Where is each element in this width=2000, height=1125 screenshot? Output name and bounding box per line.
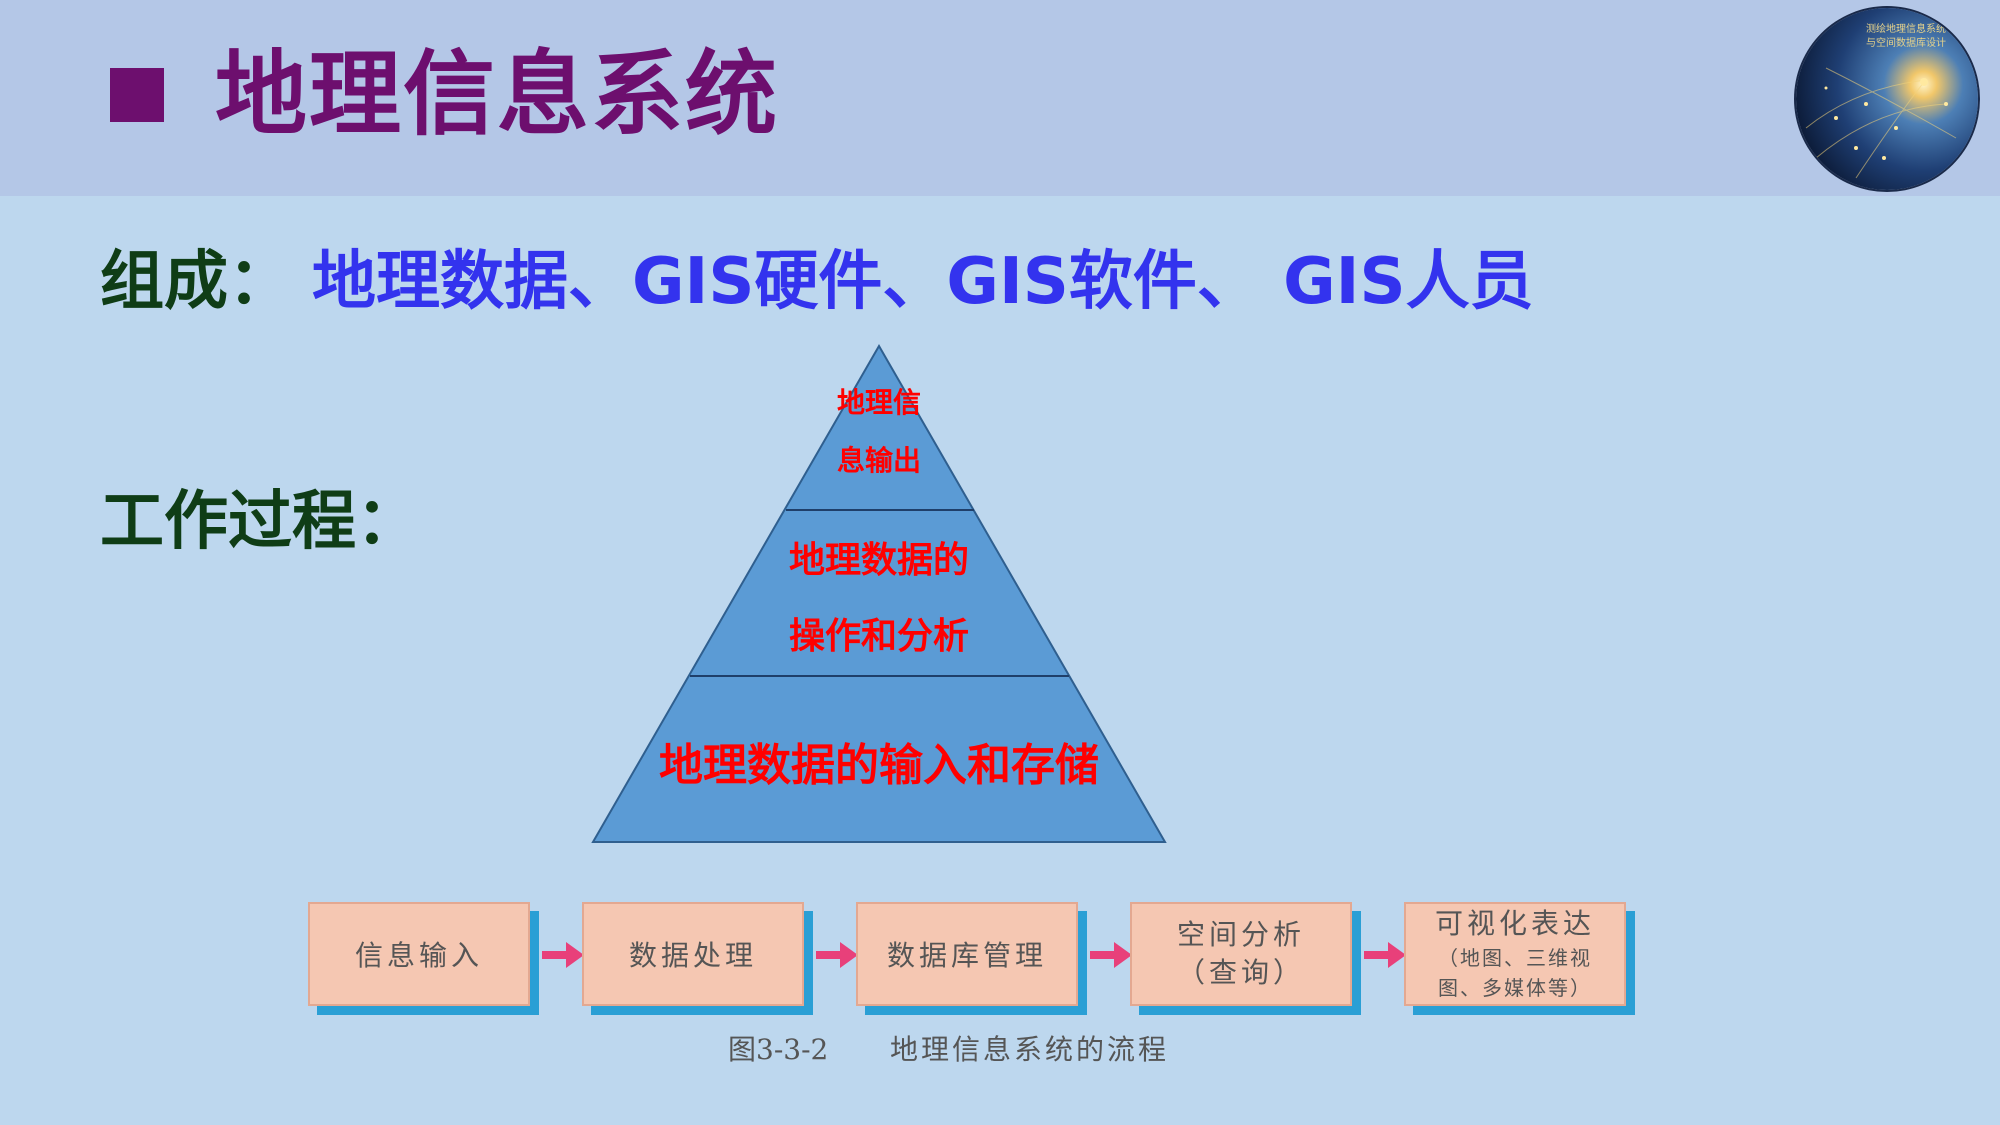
globe-network-icon [1805,67,1957,179]
flow-step-label: 可视化表达 [1434,907,1595,940]
pyramid-middle-line-2: 操作和分析 [789,615,969,657]
flow-arrow-icon [1090,942,1132,968]
flow-arrow-icon [542,942,584,968]
flow-step-database-management: 数据库管理 [856,902,1078,1006]
composition-line: 组成： 地理数据、GIS硬件、GIS软件、 GIS人员 [100,232,1534,332]
flow-step-label: 空间分析 [1176,918,1305,951]
composition-label: 组成： [100,245,292,319]
globe-logo-icon: 测绘地理信息系统 与空间数据库设计 [1796,8,1978,190]
pyramid-top-line-1: 地理信 [837,386,921,419]
pyramid-bottom-text: 地理数据的输入和存储 [659,740,1099,791]
flow-step-info-input: 信息输入 [308,902,530,1006]
figure-caption-text: 地理信息系统的流程 [890,1033,1170,1066]
flow-step-visualization: 可视化表达 （地图、三维视 图、多媒体等） [1404,902,1626,1006]
process-label: 工作过程： [100,485,420,559]
pyramid-middle-line-1: 地理数据的 [789,539,969,581]
page-title: 地理信息系统 [215,41,780,148]
flow-step-sublabel: 图、多媒体等） [1438,976,1592,1000]
pyramid-triangle [591,343,1167,843]
composition-items: 地理数据、GIS硬件、GIS软件、 GIS人员 [312,245,1534,319]
pyramid-top-line-2: 息输出 [837,444,921,477]
header-bar: 地理信息系统 测绘地理信息系统 与空间数据库设计 [0,0,2000,196]
figure-caption-number: 图3-3-2 [728,1033,829,1066]
flow-step-label: 数据库管理 [886,939,1047,972]
flow-step-label: 信息输入 [354,939,483,972]
logo-text-line: 与空间数据库设计 [1866,38,1946,49]
flow-step-data-processing: 数据处理 [582,902,804,1006]
flow-step-sublabel: （查询） [1176,956,1305,989]
flow-arrow-icon [1364,942,1406,968]
title-bullet-square [110,68,164,122]
flow-step-sublabel: （地图、三维视 [1438,946,1592,970]
flow-arrow-icon [816,942,858,968]
flow-step-label: 数据处理 [628,939,757,972]
logo-text-line: 测绘地理信息系统 [1866,24,1946,35]
flow-step-spatial-analysis: 空间分析 （查询） [1130,902,1352,1006]
